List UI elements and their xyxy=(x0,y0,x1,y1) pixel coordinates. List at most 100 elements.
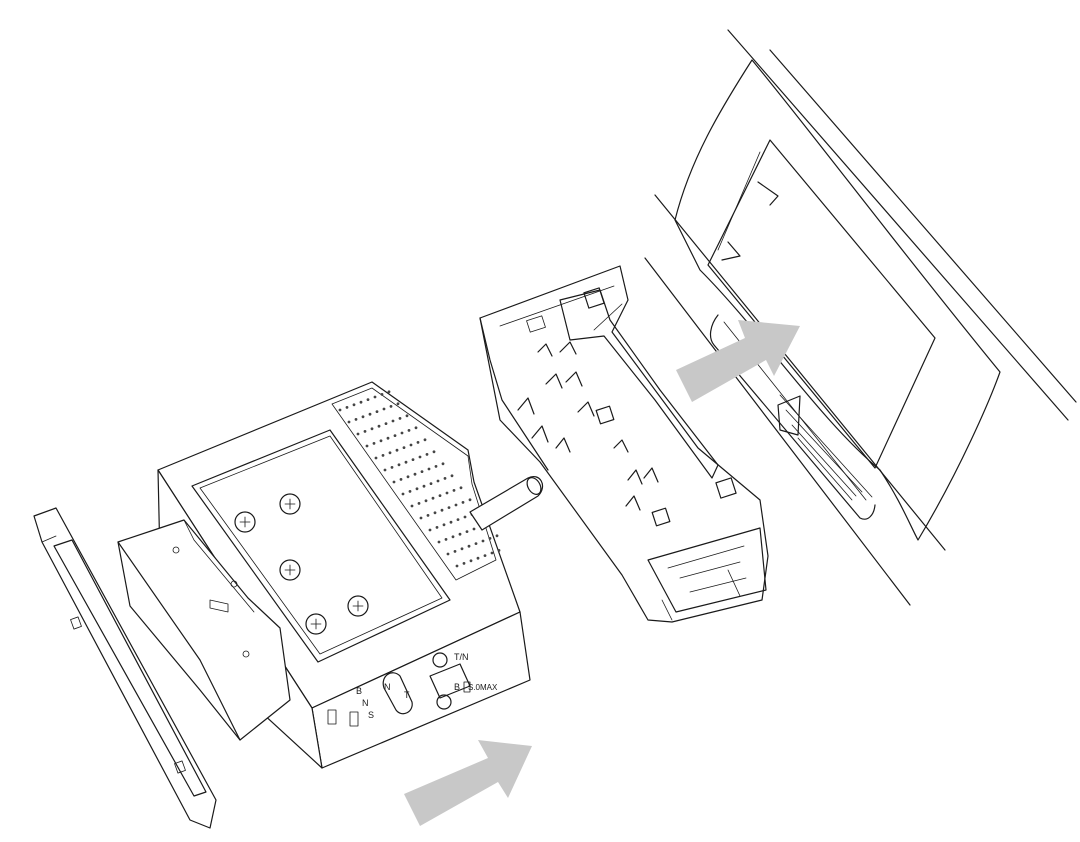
vent-hole xyxy=(418,455,422,459)
vent-hole xyxy=(453,550,457,553)
vent-hole xyxy=(446,552,450,556)
antenna-socket xyxy=(469,476,543,531)
vent-hole xyxy=(383,468,387,472)
vent-hole xyxy=(409,443,413,447)
vent-hole xyxy=(372,442,376,445)
dash-rail-3 xyxy=(791,424,857,497)
vent-hole xyxy=(407,429,411,432)
vent-hole xyxy=(354,418,358,421)
trim-frame-edge xyxy=(41,535,57,543)
vent-hole xyxy=(395,448,399,452)
vent-hole xyxy=(427,467,431,471)
vent-hole xyxy=(388,451,392,455)
vent-hole xyxy=(444,538,448,541)
vent-hole xyxy=(458,532,462,536)
vent-hole xyxy=(415,487,419,491)
tab xyxy=(517,397,535,415)
vent-hole xyxy=(488,537,492,540)
vent-hole xyxy=(450,474,454,478)
sleeve-end-slot-2 xyxy=(679,561,741,579)
sleeve-slot-2 xyxy=(595,405,615,425)
label-tn: T/N xyxy=(454,652,469,662)
bracket-hole xyxy=(242,650,250,658)
vent-hole xyxy=(467,544,471,548)
vent-hole xyxy=(424,499,428,503)
dash-rail-2 xyxy=(785,409,863,493)
antenna-socket-end xyxy=(526,477,542,495)
vent-hole xyxy=(384,422,388,425)
tab xyxy=(625,495,641,511)
tab xyxy=(613,439,629,453)
adjust-knob-bottom xyxy=(436,694,452,710)
chassis-vent-holes xyxy=(338,390,501,568)
sleeve-tabs xyxy=(517,341,659,511)
bracket-hole xyxy=(230,580,238,588)
vent-hole xyxy=(370,427,374,431)
insertion-arrows xyxy=(404,320,800,826)
tab xyxy=(559,341,577,355)
vent-hole xyxy=(472,527,476,531)
vent-hole xyxy=(380,393,384,396)
chassis-vent-region xyxy=(331,387,497,581)
vent-hole xyxy=(426,514,430,517)
label-n: N xyxy=(362,698,369,708)
vent-hole xyxy=(392,480,396,484)
vent-hole xyxy=(425,453,429,456)
vent-hole xyxy=(375,410,379,413)
vent-hole xyxy=(381,454,385,457)
vent-hole xyxy=(359,400,363,404)
sleeve-end-slot-1 xyxy=(667,545,745,569)
mounting-sleeve xyxy=(479,265,769,623)
sleeve-slot-3 xyxy=(651,507,671,527)
dash-lower-edge xyxy=(654,194,946,551)
dash-edge-inner xyxy=(769,49,1077,403)
vent-hole xyxy=(406,475,410,479)
vent-hole xyxy=(474,542,478,545)
label-rating: S.0MAX xyxy=(468,683,498,692)
screw-icon xyxy=(279,493,301,515)
chassis-top-panel xyxy=(191,429,451,663)
vent-hole xyxy=(363,430,367,433)
label-b-right: B xyxy=(454,682,460,692)
vent-hole xyxy=(468,498,472,502)
dash-bezel xyxy=(674,59,1001,541)
vent-hole xyxy=(405,414,409,418)
insert-arrow-upper xyxy=(676,320,800,402)
vent-hole xyxy=(347,420,351,424)
vent-hole xyxy=(389,405,393,408)
trim-frame-inner xyxy=(53,539,207,797)
label-b: B xyxy=(356,686,362,696)
vent-hole xyxy=(386,436,390,440)
vent-hole xyxy=(445,491,449,495)
label-s: S xyxy=(368,710,374,720)
vent-hole xyxy=(417,502,421,505)
label-t: T xyxy=(404,690,410,700)
dash-latch xyxy=(777,395,801,436)
sleeve-slot-5 xyxy=(526,315,546,333)
vent-hole xyxy=(447,506,451,509)
vent-hole xyxy=(452,489,456,492)
vent-hole xyxy=(443,477,447,480)
tab xyxy=(565,371,583,387)
vent-hole xyxy=(338,408,342,412)
sleeve-end-slot-3 xyxy=(689,577,747,593)
bracket-plate xyxy=(117,519,291,741)
vent-hole xyxy=(442,523,446,527)
vent-hole xyxy=(419,516,423,520)
tab xyxy=(555,437,571,453)
vent-hole xyxy=(456,518,460,521)
vent-hole xyxy=(397,463,401,467)
vent-hole xyxy=(414,426,418,430)
vent-hole xyxy=(390,466,394,469)
vent-hole xyxy=(361,415,365,419)
vent-hole xyxy=(428,528,432,532)
vent-hole xyxy=(416,441,420,444)
vent-hole xyxy=(434,465,438,468)
vent-hole xyxy=(423,438,427,442)
front-clip-mid xyxy=(349,711,359,727)
vent-hole xyxy=(382,407,386,411)
vent-hole xyxy=(476,556,480,560)
bracket-slot xyxy=(209,599,229,613)
vent-hole xyxy=(432,450,436,454)
